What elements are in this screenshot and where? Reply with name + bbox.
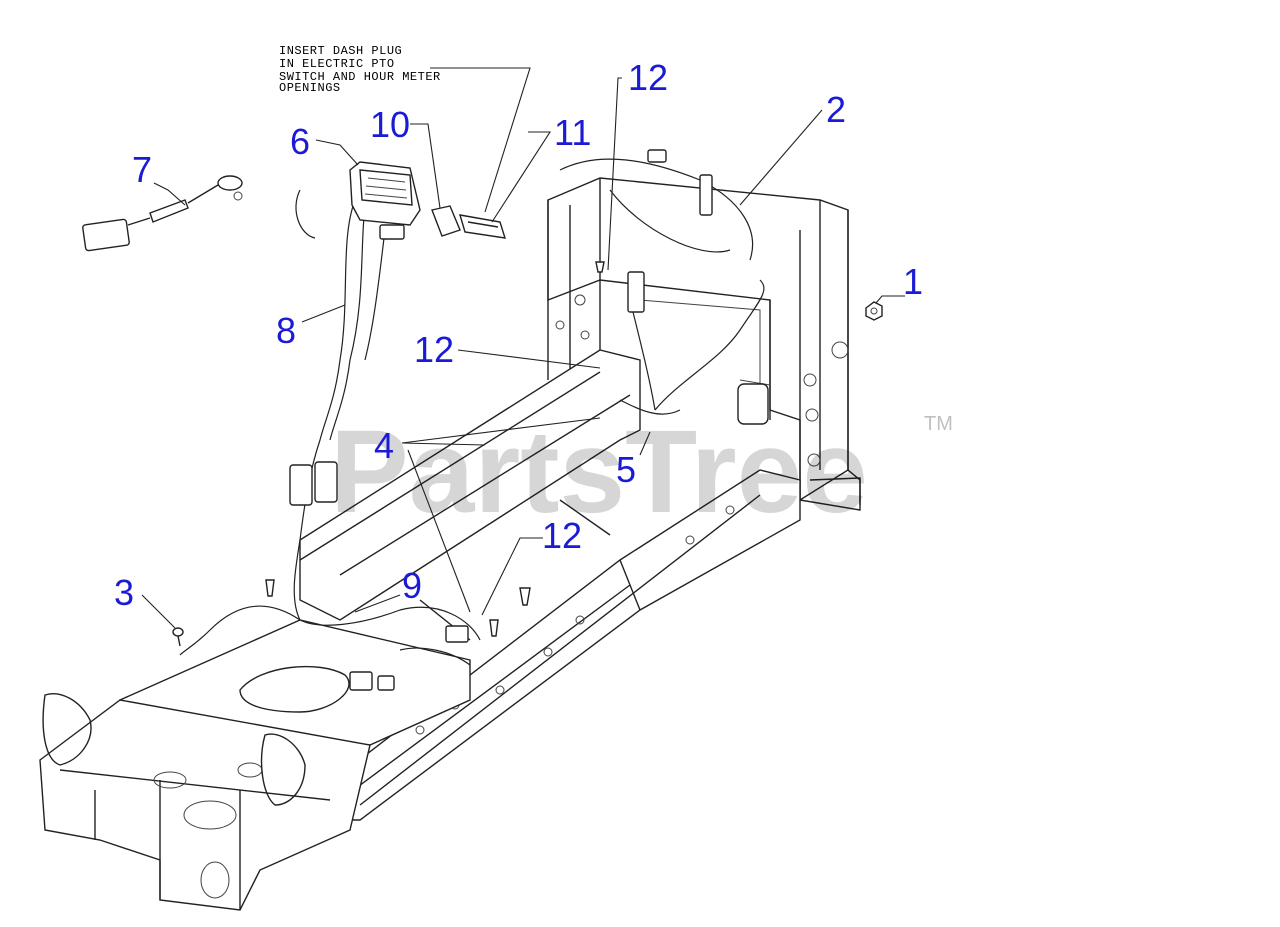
callout-10: 10: [370, 104, 410, 145]
note-line-3: SWITCH AND HOUR METER: [279, 70, 441, 84]
dash-plug-note: INSERT DASH PLUG IN ELECTRIC PTO SWITCH …: [279, 44, 531, 213]
callout-1: 1: [903, 261, 923, 302]
rear-frame-tower: [547, 177, 861, 511]
part-6-dash-housing: [349, 161, 421, 240]
wire-harness: [179, 149, 765, 691]
callout-3: 3: [114, 572, 134, 613]
callout-6: 6: [290, 121, 310, 162]
screws-12: [265, 261, 605, 637]
callout-12-top: 12: [628, 57, 668, 98]
leader-lines: [141, 77, 905, 629]
callout-numbers: 1 2 3 4 5 6 7 8 9 10 11 12 12 12: [114, 57, 923, 613]
chassis-rails: [299, 349, 801, 821]
part-1-nut: [865, 301, 883, 321]
callout-12-bottom: 12: [542, 515, 582, 556]
part-7-key-tag: [82, 175, 243, 252]
callout-5: 5: [616, 449, 636, 490]
note-line-2: IN ELECTRIC PTO: [279, 57, 395, 71]
callout-2: 2: [826, 89, 846, 130]
watermark: PartsTree: [330, 406, 868, 538]
callout-8: 8: [276, 310, 296, 351]
note-line-1: INSERT DASH PLUG: [279, 44, 402, 58]
part-3-screw: [172, 627, 184, 647]
part-10-dash-plug: [431, 205, 461, 237]
note-line-4: OPENINGS: [279, 81, 341, 95]
callout-7: 7: [132, 149, 152, 190]
front-plate: [39, 619, 471, 911]
callout-9: 9: [402, 565, 422, 606]
callout-4: 4: [374, 425, 394, 466]
watermark-trademark: TM: [924, 413, 953, 435]
part-11-dash-plug: [459, 214, 507, 239]
callout-11: 11: [554, 112, 591, 153]
callout-12-middle: 12: [414, 329, 454, 370]
